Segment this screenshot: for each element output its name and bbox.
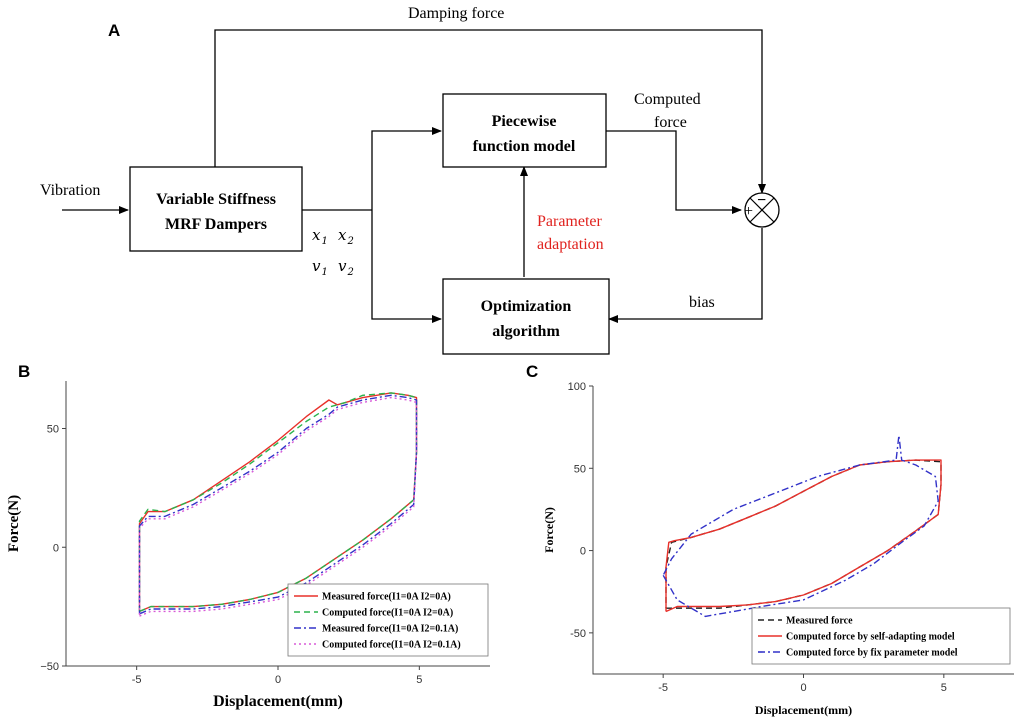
var-v1: v1 [312, 257, 328, 278]
series-line-1 [665, 459, 942, 609]
series-line-4 [138, 396, 418, 617]
model-label-line2: function model [473, 138, 576, 155]
series-line-2 [665, 459, 942, 613]
damper-block: Variable Stiffness MRF Dampers [129, 166, 303, 252]
optimizer-label-line2: algorithm [492, 323, 560, 340]
computed-force-line1: Computed [634, 91, 701, 108]
plus-sign: + [744, 203, 753, 220]
optimizer-label-line1: Optimization [481, 298, 572, 315]
x-tick-label: 5 [941, 682, 947, 694]
x-tick-label: 0 [275, 674, 281, 686]
x-tick-label: -5 [132, 674, 142, 686]
legend-label: Measured force [786, 616, 853, 627]
x-axis-label: Displacement(mm) [755, 703, 852, 717]
legend-box [287, 583, 489, 657]
panel-c-label: C [526, 362, 538, 381]
y-axis-label: Force(N) [542, 507, 556, 553]
var-v2: v2 [338, 257, 354, 278]
series-line-2 [138, 392, 418, 613]
block-diagram: A Variable Stiffness MRF Dampers Piecewi… [40, 5, 780, 355]
legend-label: Computed force by fix parameter model [786, 648, 958, 659]
panel-b-label: B [18, 362, 30, 381]
bias-line [608, 228, 763, 323]
y-tick-label: 0 [580, 546, 586, 558]
damper-label-line1: Variable Stiffness [156, 191, 276, 208]
legend-label: Computed force by self-adapting model [786, 632, 955, 643]
x-tick-label: 0 [800, 682, 806, 694]
series-line-3 [662, 434, 939, 618]
legend-box [751, 607, 1011, 665]
model-block: Piecewise function model [442, 93, 607, 168]
damping-force-label: Damping force [408, 5, 504, 22]
optimizer-block: Optimization algorithm [442, 278, 610, 355]
diagram-connectors [62, 29, 766, 323]
computed-force-line [606, 130, 742, 214]
var-x2: x2 [338, 226, 354, 247]
state-variables: x1 x2 v1 v2 [312, 226, 354, 278]
var-x1: x1 [312, 226, 328, 247]
x-tick-label: -5 [658, 682, 668, 694]
computed-force-line2: force [654, 114, 687, 131]
vibration-label: Vibration [40, 182, 100, 199]
y-tick-label: −50 [40, 661, 59, 673]
y-tick-label: 0 [53, 542, 59, 554]
minus-sign: − [757, 192, 766, 209]
legend-label: Computed force(I1=0A I2=0.1A) [322, 640, 461, 651]
parameter-adaptation-line2: adaptation [537, 236, 604, 253]
x-axis-label: Displacement(mm) [213, 693, 343, 710]
summing-junction: + − [744, 192, 780, 228]
parameter-adaptation-line1: Parameter [537, 213, 603, 230]
panel-a-label: A [108, 21, 120, 40]
branch-to-optimizer [371, 210, 442, 323]
damper-label-line2: MRF Dampers [165, 216, 267, 233]
legend-label: Measured force(I1=0A I2=0.1A) [322, 624, 458, 635]
y-tick-label: 50 [574, 463, 586, 475]
y-axis-label: Force(N) [6, 495, 22, 552]
series-line-1 [138, 392, 418, 613]
legend-label: Measured force(I1=0A I2=0A) [322, 592, 451, 603]
series-line-3 [138, 394, 418, 615]
y-tick-label: 100 [568, 381, 586, 393]
axis-frame [592, 386, 1014, 675]
damping-force-line [214, 29, 766, 194]
bias-label: bias [689, 294, 715, 311]
y-tick-label: 50 [47, 424, 59, 436]
branch-to-model [371, 127, 442, 210]
model-label-line1: Piecewise [492, 113, 557, 130]
x-tick-label: 5 [416, 674, 422, 686]
y-tick-label: -50 [570, 628, 586, 640]
legend-label: Computed force(I1=0A I2=0A) [322, 608, 453, 619]
